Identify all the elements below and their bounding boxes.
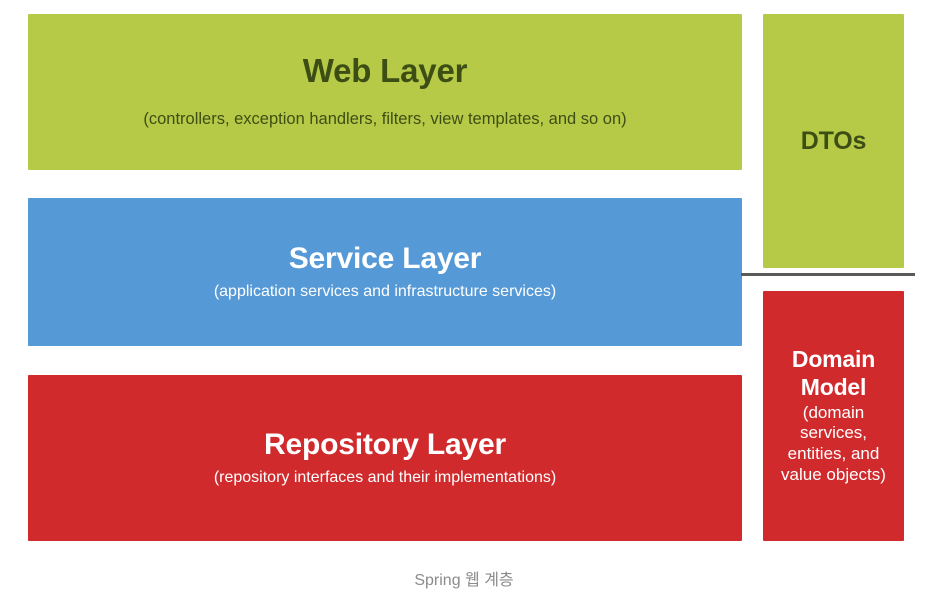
repository-layer-box: Repository Layer (repository interfaces …: [28, 375, 742, 541]
domain-model-subtitle: (domain services, entities, and value ob…: [781, 402, 886, 484]
repository-layer-subtitle: (repository interfaces and their impleme…: [213, 469, 557, 487]
web-layer-subtitle: (controllers, exception handlers, filter…: [143, 110, 627, 129]
domain-model-box: Domain Model (domain services, entities,…: [763, 291, 904, 541]
web-layer-title: Web Layer: [302, 51, 468, 89]
dtos-title: DTOs: [800, 126, 867, 155]
diagram-caption: Spring 웹 계층: [414, 572, 514, 589]
service-layer-title: Service Layer: [288, 241, 482, 275]
service-layer-subtitle: (application services and infrastructure…: [213, 283, 557, 301]
repository-layer-title: Repository Layer: [264, 427, 506, 461]
web-layer-box: Web Layer (controllers, exception handle…: [28, 14, 742, 170]
domain-model-title: Domain Model: [791, 346, 876, 400]
dtos-box: DTOs: [763, 14, 904, 268]
side-column-divider: [741, 273, 915, 276]
service-layer-box: Service Layer (application services and …: [28, 198, 742, 346]
